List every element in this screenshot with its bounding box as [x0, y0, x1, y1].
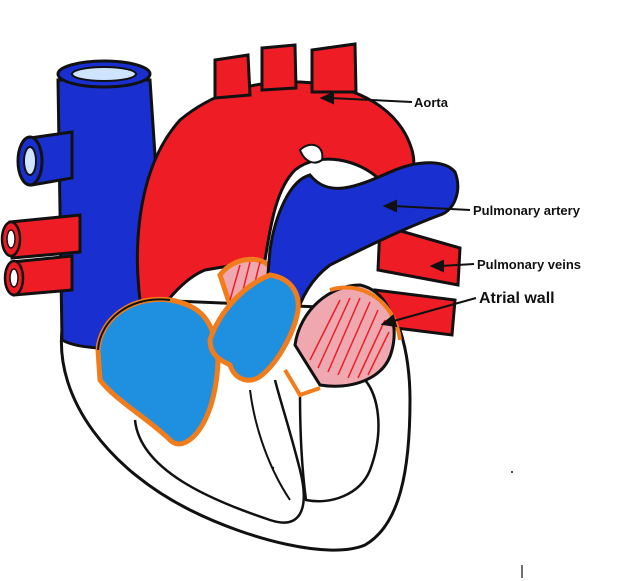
left-red-vessel-1-inner — [6, 229, 16, 249]
label-pulmonary-artery: Pulmonary artery — [473, 203, 581, 218]
vena-cava-opening-inner — [71, 66, 137, 82]
atrial-wall-outline — [329, 285, 402, 341]
pulmonary-artery-arrow — [392, 205, 471, 211]
pulmonary-veins-arrow — [439, 263, 475, 267]
aorta-arrow — [329, 97, 413, 103]
aorta — [135, 80, 416, 334]
pulmonary-artery-arrowhead — [382, 199, 397, 213]
ventricle-inner-wall — [133, 379, 305, 524]
pulmonary-veins-arrowhead — [429, 259, 444, 273]
aorta-branch-1 — [213, 53, 252, 100]
valve-leaflet — [283, 368, 321, 398]
stray-dot-2 — [511, 471, 513, 473]
annotation-arrows — [319, 91, 477, 328]
label-atrial-wall: Atrial wall — [479, 290, 555, 307]
atrial-wall-arrowhead — [380, 314, 398, 328]
aorta-branch-3 — [310, 42, 358, 94]
left-red-vessel-2-inner — [9, 268, 19, 288]
label-pulmonary-veins: Pulmonary veins — [477, 257, 581, 272]
blue-branch-opening-inner — [23, 146, 37, 176]
left-ventricle-wall — [249, 389, 291, 501]
pulmonary-valve-chamber — [207, 272, 301, 383]
aorta-gap — [298, 143, 324, 164]
aorta-arrowhead — [319, 91, 334, 105]
atrial-wall-arrow — [389, 297, 477, 323]
stray-dot — [271, 466, 275, 470]
label-aorta: Aorta — [414, 95, 449, 110]
atrial-striations — [309, 297, 390, 379]
pulmonary-artery — [263, 161, 460, 322]
septum-line — [298, 379, 380, 503]
right-atrium-outline — [97, 298, 171, 351]
aorta-branch-2 — [260, 43, 298, 92]
